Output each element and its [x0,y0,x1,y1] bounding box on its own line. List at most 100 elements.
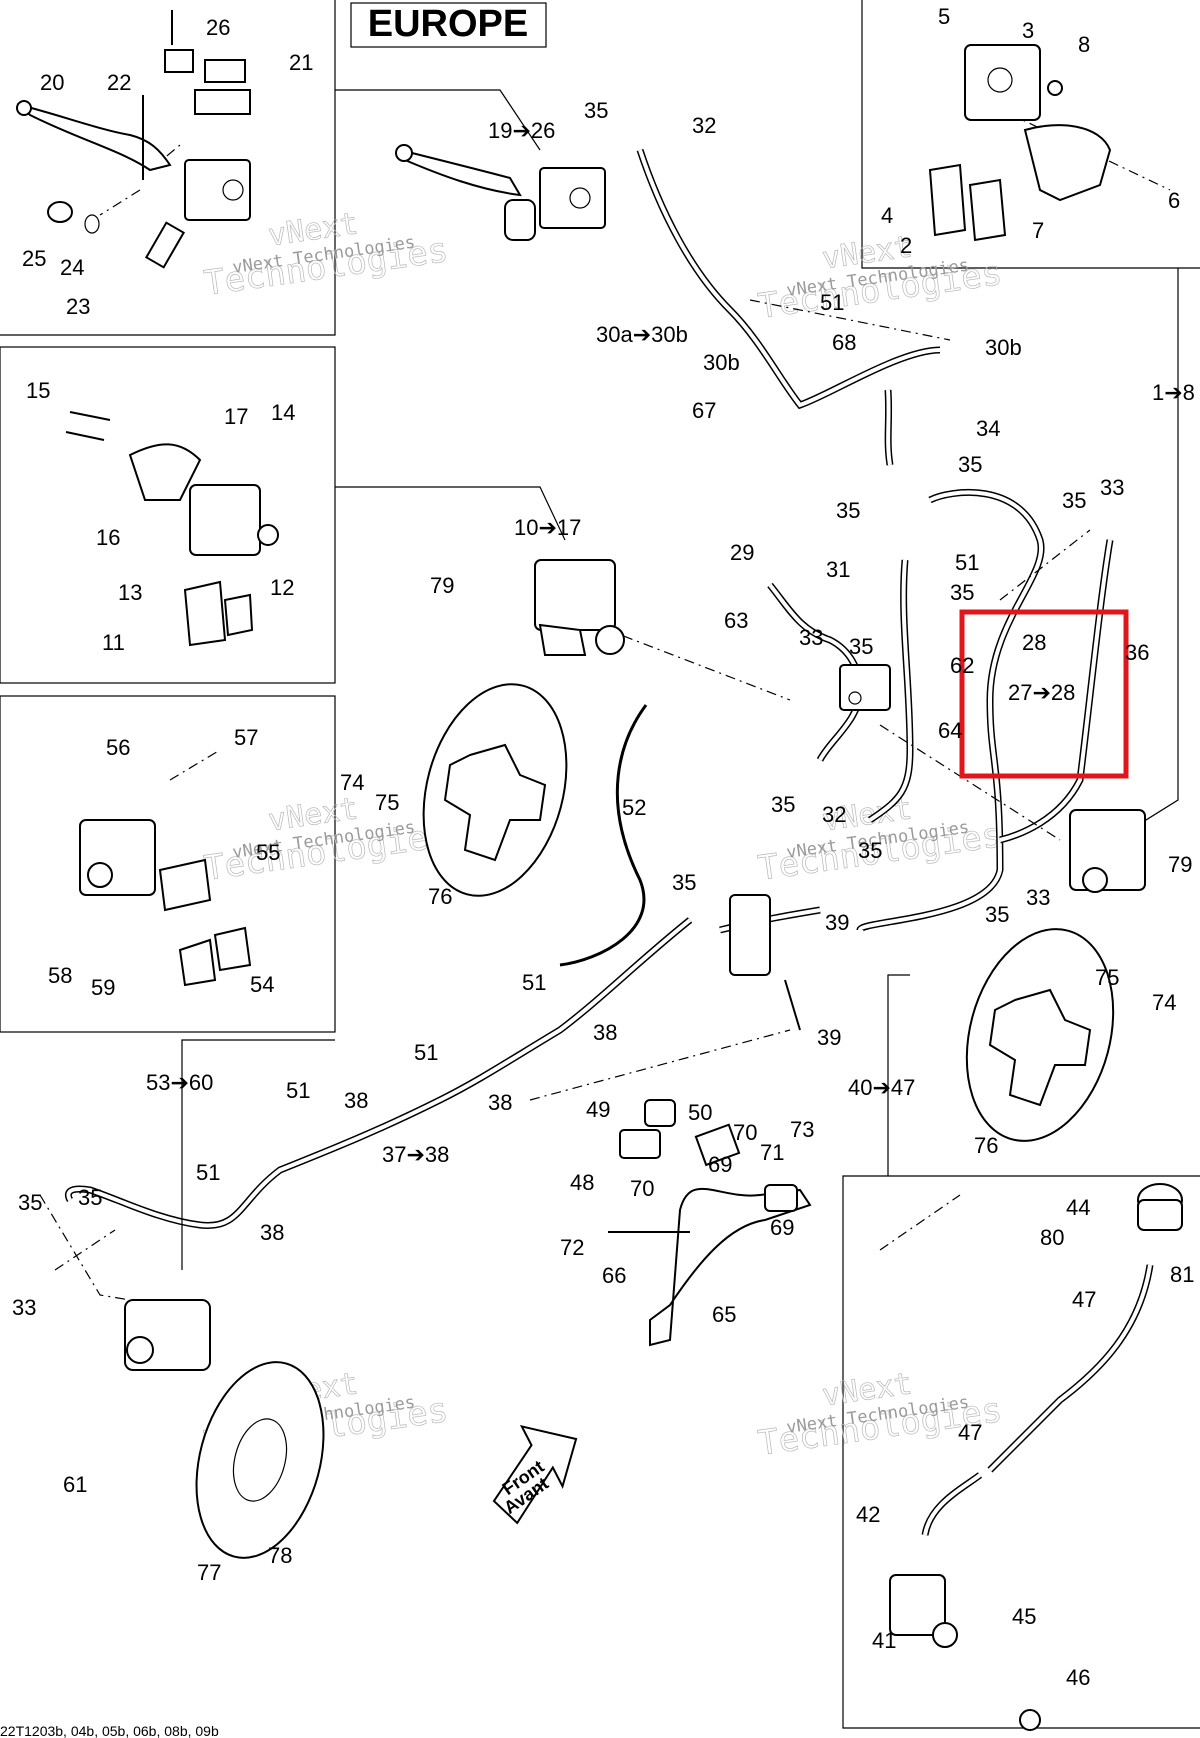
part-callout: 35 [858,838,882,863]
part-callouts: 26 21 20 22 25 24 23 19➔26 35 32 30a➔30b… [12,4,1195,1690]
part-callout: 79 [1168,852,1192,877]
part-callout: 38 [260,1220,284,1245]
part-callout: 21 [289,50,313,75]
part-callout: 11 [102,630,125,655]
rear-disc [195,1361,325,1559]
part-callout: 30b [703,350,740,375]
part-callout: 35 [849,634,873,659]
part-callout: 26 [206,15,230,40]
part-callout: 70 [733,1120,757,1145]
part-callout: 19➔26 [488,118,555,143]
part-callout: 77 [197,1560,221,1585]
part-callout: 52 [622,795,646,820]
part-callout: 16 [96,525,120,550]
part-callout: 42 [856,1502,880,1527]
part-callout: 72 [560,1235,584,1260]
front-direction-arrow: Front Avant [492,1424,578,1525]
part-callout: 45 [1012,1604,1036,1629]
part-callout: 15 [26,378,50,403]
part-callout: 33 [12,1295,36,1320]
part-callout: 51 [286,1078,310,1103]
part-callout: 17 [224,404,248,429]
part-callout: 62 [950,653,974,678]
part-callout: 33 [1026,885,1050,910]
region-title: EUROPE [368,3,528,45]
part-callout: 66 [602,1263,626,1288]
part-callout: 35 [950,580,974,605]
part-callout: 46 [1066,1665,1090,1690]
part-callout: 29 [730,540,754,565]
part-callout: 57 [234,725,258,750]
parts [16,10,1183,1731]
part-callout: 76 [428,884,452,909]
part-callout: 35 [584,98,608,123]
part-callout: 39 [817,1025,841,1050]
part-callout: 74 [340,770,364,795]
part-callout: 81 [1170,1262,1194,1287]
part-callout: 38 [344,1088,368,1113]
part-callout: 32 [692,113,716,138]
part-callout: 2 [900,233,912,258]
part-callout: 51 [522,970,546,995]
part-callout: 30a➔30b [596,322,688,347]
part-callout: 31 [826,557,850,582]
part-callout: 65 [712,1302,736,1327]
part-callout: 53➔60 [146,1070,213,1095]
part-callout: 35 [836,498,860,523]
part-callout: 79 [430,573,454,598]
part-callout: 70 [630,1176,654,1201]
part-callout: 51 [955,550,979,575]
part-callout: 64 [938,718,962,743]
part-callout: 23 [66,294,90,319]
part-callout: 44 [1066,1195,1090,1220]
part-callout: 55 [256,840,280,865]
part-callout: 59 [91,975,115,1000]
part-callout: 80 [1040,1225,1064,1250]
region-title-frame [350,2,547,48]
part-callout: 51 [196,1160,220,1185]
part-callout: 24 [60,255,84,280]
part-callout: 14 [271,400,295,425]
highlighted-part-callout[interactable] [959,609,1129,779]
part-callout: 63 [724,608,748,633]
part-callout: 47 [1072,1287,1096,1312]
part-callout: 69 [770,1215,794,1240]
part-callout: 22 [107,70,131,95]
part-callout: 6 [1168,188,1180,213]
part-callout: 35 [985,902,1009,927]
part-callout: 32 [822,802,846,827]
front-right-disc [965,928,1115,1142]
part-callout: 37➔38 [382,1142,449,1167]
part-callout: 78 [268,1543,292,1568]
part-callout: 38 [593,1020,617,1045]
part-callout: 8 [1078,32,1090,57]
part-callout: 75 [1095,965,1119,990]
part-callout: 27➔28 [1008,680,1075,705]
part-callout: 7 [1032,218,1044,243]
part-callout: 38 [488,1090,512,1115]
part-callout: 51 [820,290,844,315]
part-callout: 35 [18,1190,42,1215]
part-callout: 74 [1152,990,1176,1015]
part-callout: 71 [760,1140,784,1165]
part-callout: 39 [825,910,849,935]
part-callout: 48 [570,1170,594,1195]
part-callout: 33 [1100,475,1124,500]
part-callout: 36 [1125,640,1149,665]
part-callout: 49 [586,1097,610,1122]
part-callout: 4 [881,203,893,228]
part-callout: 12 [270,575,294,600]
brake-hoses [64,148,1154,1536]
part-callout: 3 [1022,18,1034,43]
watermarks: Technologies vNext Technologies vNext Te… [201,206,1005,1464]
part-callout: 1➔8 [1152,380,1195,405]
part-callout: 69 [708,1152,732,1177]
part-callout: 76 [974,1133,998,1158]
part-callout: 56 [106,735,130,760]
part-callout: 5 [938,4,950,29]
part-callout: 75 [375,790,399,815]
part-callout: 40➔47 [848,1075,915,1100]
part-callout: 47 [958,1420,982,1445]
